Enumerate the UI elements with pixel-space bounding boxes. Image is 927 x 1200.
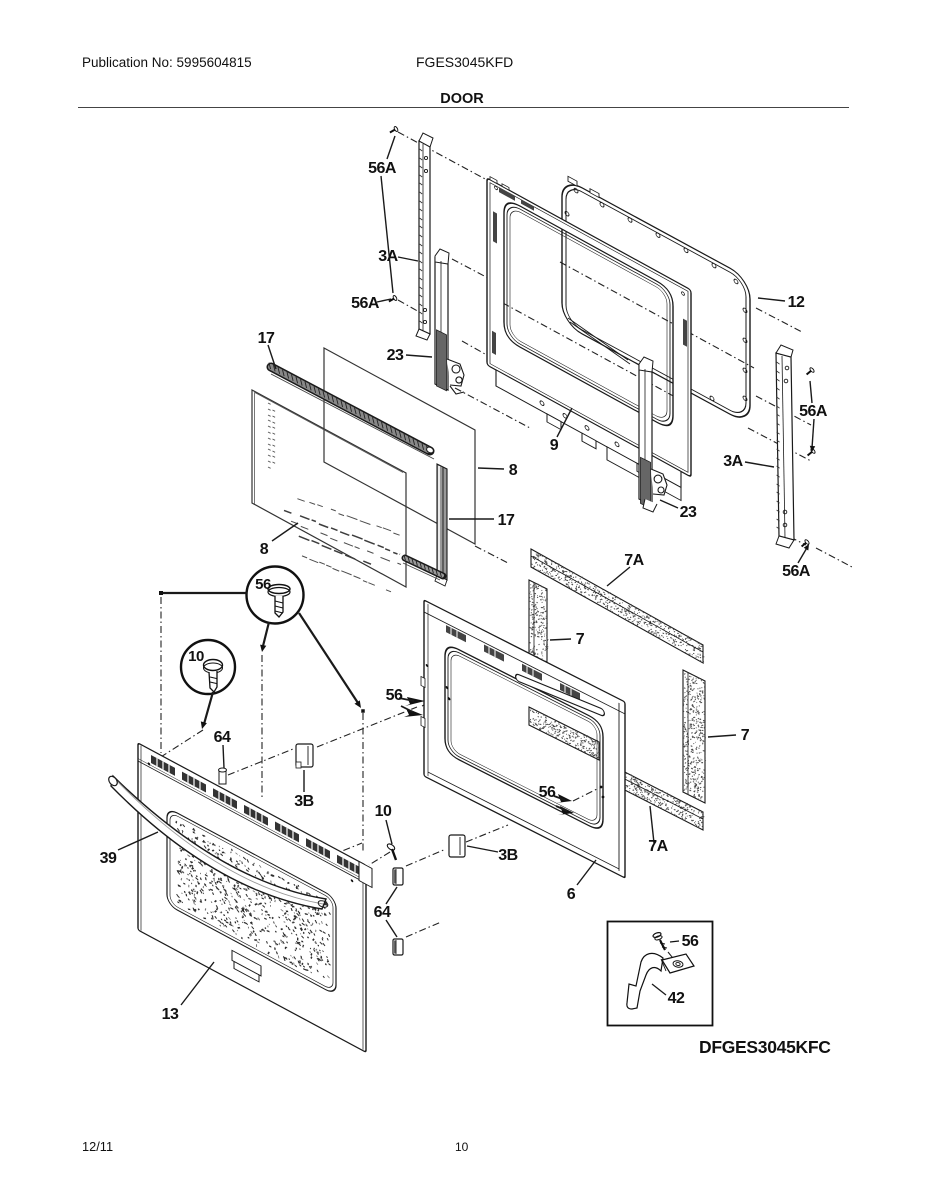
svg-text:8: 8 bbox=[260, 541, 269, 558]
svg-text:39: 39 bbox=[100, 850, 117, 867]
svg-text:FGES3045KFD: FGES3045KFD bbox=[416, 54, 513, 70]
svg-text:10: 10 bbox=[455, 1140, 469, 1154]
svg-text:7: 7 bbox=[741, 727, 750, 744]
svg-text:56: 56 bbox=[682, 933, 699, 950]
svg-text:7: 7 bbox=[576, 631, 585, 648]
svg-text:6: 6 bbox=[567, 886, 576, 903]
svg-text:12/11: 12/11 bbox=[82, 1139, 113, 1154]
svg-text:7A: 7A bbox=[648, 838, 668, 855]
svg-text:8: 8 bbox=[509, 462, 518, 479]
svg-text:10: 10 bbox=[188, 648, 204, 665]
svg-text:12: 12 bbox=[788, 294, 805, 311]
svg-text:23: 23 bbox=[387, 347, 404, 364]
svg-text:56: 56 bbox=[539, 784, 556, 801]
svg-text:10: 10 bbox=[375, 803, 392, 820]
svg-text:3B: 3B bbox=[498, 847, 517, 864]
svg-text:42: 42 bbox=[668, 990, 685, 1007]
svg-text:17: 17 bbox=[498, 512, 515, 529]
svg-text:23: 23 bbox=[680, 504, 697, 521]
svg-text:56: 56 bbox=[255, 576, 271, 593]
svg-text:64: 64 bbox=[374, 904, 391, 921]
svg-text:3B: 3B bbox=[294, 793, 313, 810]
svg-text:56A: 56A bbox=[782, 563, 811, 580]
svg-text:17: 17 bbox=[258, 330, 275, 347]
svg-text:64: 64 bbox=[214, 729, 231, 746]
svg-text:56A: 56A bbox=[799, 403, 828, 420]
svg-text:56A: 56A bbox=[351, 295, 380, 312]
svg-text:DOOR: DOOR bbox=[440, 91, 484, 107]
svg-text:3A: 3A bbox=[378, 248, 398, 265]
svg-text:DFGES3045KFC: DFGES3045KFC bbox=[699, 1037, 831, 1057]
svg-text:9: 9 bbox=[550, 437, 559, 454]
svg-text:13: 13 bbox=[162, 1006, 179, 1023]
svg-text:56: 56 bbox=[386, 687, 403, 704]
svg-text:7A: 7A bbox=[624, 552, 644, 569]
svg-text:Publication No: 5995604815: Publication No: 5995604815 bbox=[82, 55, 252, 70]
svg-text:56A: 56A bbox=[368, 160, 397, 177]
svg-text:3A: 3A bbox=[723, 453, 743, 470]
